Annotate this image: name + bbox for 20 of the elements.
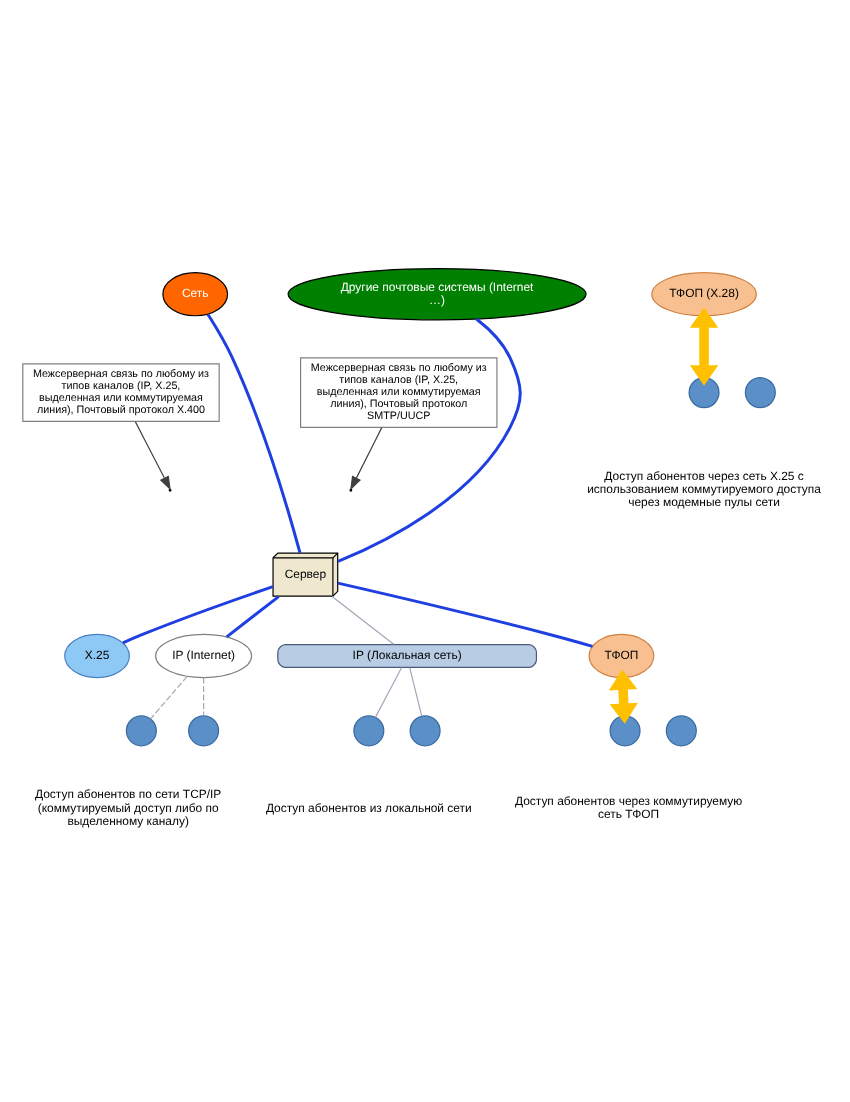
node-person (608, 715, 640, 747)
node-person (743, 377, 775, 409)
connector (373, 667, 402, 718)
node-person (187, 715, 219, 747)
connector (408, 667, 422, 717)
connector (148, 676, 187, 720)
connector (224, 595, 279, 639)
connector (205, 313, 301, 554)
node-person (124, 715, 156, 747)
arrow (688, 307, 718, 386)
connector (330, 595, 394, 645)
connector (121, 585, 273, 645)
connector (336, 317, 521, 563)
node-person (687, 377, 719, 409)
connector (336, 581, 592, 648)
node-person (664, 715, 696, 747)
connector (202, 677, 204, 717)
node-person (352, 715, 384, 747)
arrow (607, 669, 637, 724)
node-person (408, 715, 440, 747)
